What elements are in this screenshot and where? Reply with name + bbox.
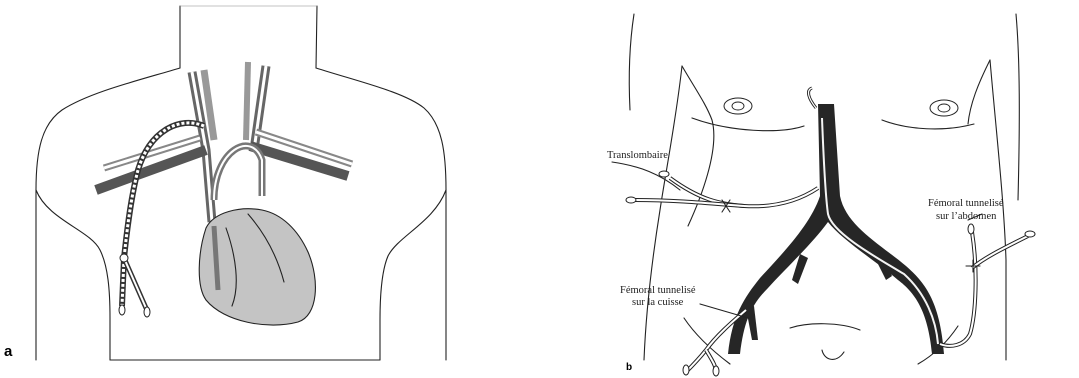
femoral-abdomen-catheter bbox=[940, 214, 1035, 346]
label-femoral-cuisse-line2: sur la cuisse bbox=[632, 297, 684, 308]
label-femoral-abdomen-line1: Fémoral tunnelisé bbox=[928, 198, 1004, 209]
label-femoral-abdomen-line2: sur l’abdomen bbox=[936, 211, 997, 222]
heart-shape bbox=[199, 209, 315, 325]
panel-b-letter: b bbox=[626, 362, 632, 373]
neck-vessels bbox=[192, 62, 266, 222]
panel-b: Translombaire Fémoral tunnelisé sur l’ab… bbox=[607, 14, 1035, 376]
translumbar-catheter bbox=[612, 162, 818, 212]
label-translombaire: Translombaire bbox=[607, 150, 668, 161]
panel-a-letter: a bbox=[4, 343, 13, 360]
vena-cava bbox=[728, 104, 944, 354]
nipples bbox=[724, 98, 958, 116]
label-femoral-cuisse-line1: Fémoral tunnelisé bbox=[620, 285, 696, 296]
panel-a: a bbox=[4, 6, 446, 360]
